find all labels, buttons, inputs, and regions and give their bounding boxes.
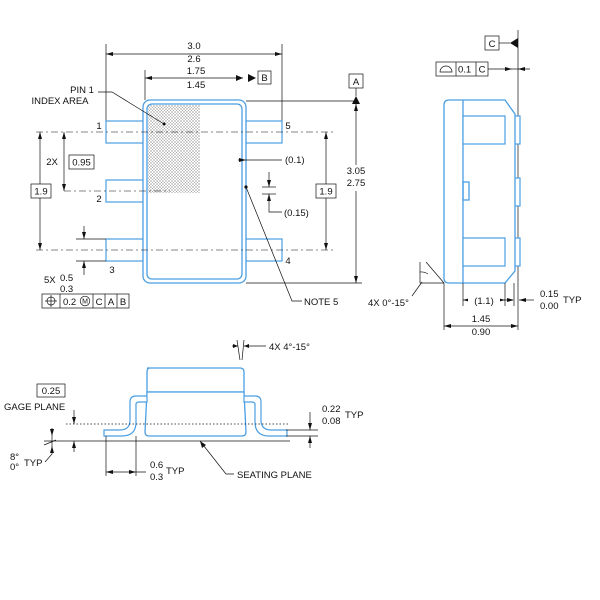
seating-plane-label: SEATING PLANE	[237, 470, 312, 481]
offset-0-1-label: (0.1)	[285, 155, 305, 166]
pin-number-2: 2	[96, 194, 101, 205]
pin-number-5: 5	[285, 121, 290, 132]
pitch-value-label: 0.95	[72, 158, 91, 169]
datum-a-label: A	[353, 77, 360, 88]
note5-label: NOTE 5	[304, 297, 338, 308]
right-span-label: 1.9	[319, 187, 332, 198]
gage-plane-label: GAGE PLANE	[4, 402, 65, 413]
lead-width-max-label: 0.5	[60, 273, 73, 284]
package-body-inner	[146, 103, 243, 280]
top-view: 3.0 2.6 1.75 1.45 B A 3.05 2.75	[30, 41, 368, 309]
left-span-label: 1.9	[34, 187, 47, 198]
note5-leader	[245, 186, 302, 302]
side-lead-band-1	[462, 115, 506, 145]
side-view: C 0.1 C 4X 0°-15°	[368, 30, 581, 338]
pin1-label-line2: INDEX AREA	[31, 96, 89, 107]
fcf-datum-1: C	[96, 297, 103, 308]
pin-number-3: 3	[109, 265, 114, 276]
standoff-max-label: 0.15	[540, 289, 559, 300]
foot-angle-min-label: 0°	[10, 462, 19, 473]
end-body-upper	[146, 367, 245, 393]
datum-c-label: C	[489, 39, 496, 50]
side-lead-band-3	[462, 237, 506, 267]
fcf-tolerance-label: 0.2	[63, 297, 76, 308]
end-view: 4X 4°-15° 0.25 GAGE PLANE 0.22 0.08 TYP …	[4, 339, 363, 483]
standoff-min-label: 0.00	[540, 301, 559, 312]
pin1-label-line1: PIN 1	[70, 85, 94, 96]
end-lead-right	[243, 395, 288, 437]
length-min-label: 2.75	[347, 178, 366, 189]
draft-angle-label: 4X 4°-15°	[269, 342, 310, 353]
gage-value-box	[36, 383, 66, 398]
body-width-min-label: 1.45	[187, 80, 206, 91]
body-width-max-label: 1.75	[187, 66, 206, 77]
end-lead-left	[103, 395, 148, 437]
foot-angle-max-label: 8°	[10, 452, 19, 463]
left-span-basic-box	[30, 183, 52, 199]
datum-b-label: B	[261, 73, 267, 84]
side-angle-label: 4X 0°-15°	[368, 298, 409, 309]
lead-thk-typ-label: TYP	[345, 410, 363, 421]
lead-thk-min-label: 0.08	[322, 416, 341, 427]
pin1-leader	[98, 91, 165, 125]
fcf-datum-3: B	[120, 297, 126, 308]
offset-0-15-label: (0.15)	[284, 208, 309, 219]
length-max-label: 3.05	[347, 166, 366, 177]
width-max-label: 3.0	[187, 41, 200, 52]
fcf-datum-2: A	[108, 297, 115, 308]
lead-thk-max-label: 0.22	[322, 404, 341, 415]
profile-surface-icon	[439, 65, 453, 73]
pitch-basic-box	[68, 154, 95, 170]
flatness-feature-control-frame: 0.1 C	[435, 61, 489, 77]
datum-b-box	[257, 70, 272, 85]
lead-count-label: 5X	[44, 275, 56, 286]
width-min-label: 2.6	[187, 54, 200, 65]
height-min-label: 0.90	[472, 327, 491, 338]
end-body-lower	[144, 391, 247, 437]
pin-number-1: 1	[96, 121, 101, 132]
pitch-count-label: 2X	[46, 157, 58, 168]
pin-number-4: 4	[285, 256, 290, 267]
pin1-index-area	[148, 105, 200, 193]
datum-a-box	[348, 73, 364, 89]
position-feature-control-frame: 0.2 M C A B	[41, 293, 130, 309]
flatness-value-label: 0.1	[458, 65, 471, 76]
gage-value-label: 0.25	[42, 386, 61, 397]
mmc-modifier-icon	[79, 295, 91, 307]
standoff-ref-label: (1.1)	[474, 296, 494, 307]
foot-angle-typ-label: TYP	[24, 458, 42, 469]
lead-width-min-label: 0.3	[60, 284, 73, 295]
foot-len-typ-label: TYP	[166, 466, 184, 477]
right-span-basic-box	[315, 183, 337, 199]
foot-len-max-label: 0.6	[150, 460, 163, 471]
fcf-modifier-label: M	[82, 299, 88, 306]
flatness-datum-label: C	[479, 65, 486, 76]
foot-len-min-label: 0.3	[150, 472, 163, 483]
standoff-typ-label: TYP	[563, 295, 581, 306]
side-body-outline	[443, 99, 516, 284]
height-max-label: 1.45	[472, 314, 491, 325]
seating-plane-leader	[199, 440, 234, 475]
